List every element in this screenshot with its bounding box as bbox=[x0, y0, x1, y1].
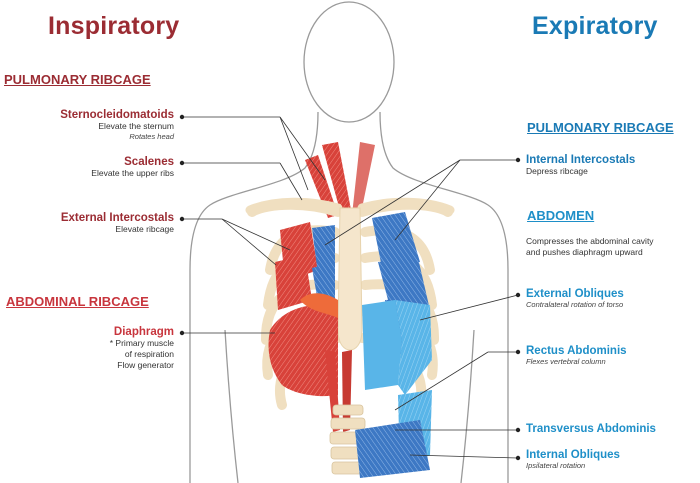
muscle-desc: Elevate the sternum bbox=[98, 121, 174, 131]
muscle-note: Rotates head bbox=[129, 132, 174, 141]
muscle-desc: Elevate ribcage bbox=[115, 224, 174, 234]
sternocleidomastoid-label: Sternocleidomatoids Elevate the sternum … bbox=[60, 109, 174, 141]
external-intercostals-left bbox=[275, 222, 318, 310]
muscle-name: Transversus Abdominis bbox=[526, 423, 656, 435]
muscle-name: Rectus Abdominis bbox=[526, 345, 627, 357]
pointer-lines-right bbox=[324, 159, 519, 459]
abdominal-muscles bbox=[355, 300, 432, 478]
scalenes-label: Scalenes Elevate the upper ribs bbox=[91, 156, 174, 179]
muscle-desc-line: of respiration bbox=[124, 349, 174, 359]
clavicles bbox=[245, 197, 455, 215]
muscle-name: Scalenes bbox=[124, 156, 174, 168]
muscle-desc: Elevate the upper ribs bbox=[91, 168, 174, 178]
pointer-lines-left bbox=[182, 116, 326, 334]
muscle-name: Diaphragm bbox=[113, 326, 174, 338]
body-outline bbox=[189, 1, 509, 483]
external-obliques-label: External Obliques Contralateral rotation… bbox=[526, 288, 624, 309]
muscle-name: External Intercostals bbox=[60, 212, 174, 224]
muscle-name: Internal Obliques bbox=[526, 449, 620, 461]
abdomen-description: Compresses the abdominal cavity and push… bbox=[526, 236, 654, 258]
muscle-note: Contralateral rotation of torso bbox=[526, 300, 624, 309]
transversus-abdominis-label: Transversus Abdominis bbox=[526, 423, 656, 435]
pointer-dots-left bbox=[179, 114, 185, 336]
muscle-desc: Depress ribcage bbox=[526, 166, 588, 176]
abdomen-desc-line: Compresses the abdominal cavity bbox=[526, 236, 654, 246]
diaphragm-label: Diaphragm * Primary muscle of respiratio… bbox=[110, 326, 174, 371]
abdominal-ribcage-heading: ABDOMINAL RIBCAGE bbox=[6, 294, 149, 309]
muscle-name: Internal Intercostals bbox=[526, 154, 636, 166]
internal-intercostals-label: Internal Intercostals Depress ribcage bbox=[526, 154, 635, 177]
inspiratory-title: Inspiratory bbox=[48, 12, 180, 40]
diaphragm-muscle bbox=[268, 293, 352, 432]
external-intercostals-label: External Intercostals Elevate ribcage bbox=[61, 212, 174, 235]
expiratory-title: Expiratory bbox=[532, 12, 658, 40]
muscle-desc-line: Flow generator bbox=[117, 360, 174, 370]
muscle-desc-line: * Primary muscle bbox=[109, 338, 174, 348]
muscle-note: Ipsilateral rotation bbox=[526, 461, 586, 470]
pointer-dots-right bbox=[515, 157, 521, 461]
abdomen-desc-line: and pushes diaphragm upward bbox=[526, 247, 643, 257]
rectus-abdominis-label: Rectus Abdominis Flexes vertebral column bbox=[526, 345, 627, 366]
muscle-name: Sternocleidomatoids bbox=[60, 109, 174, 121]
internal-obliques-label: Internal Obliques Ipsilateral rotation bbox=[526, 449, 620, 470]
muscle-name: External Obliques bbox=[526, 288, 624, 300]
muscle-note: Flexes vertebral column bbox=[526, 357, 606, 366]
exp-pulmonary-ribcage-heading: PULMONARY RIBCAGE bbox=[527, 120, 674, 135]
sternum bbox=[337, 207, 363, 351]
abdomen-heading: ABDOMEN bbox=[527, 208, 595, 223]
insp-pulmonary-ribcage-heading: PULMONARY RIBCAGE bbox=[4, 72, 151, 87]
